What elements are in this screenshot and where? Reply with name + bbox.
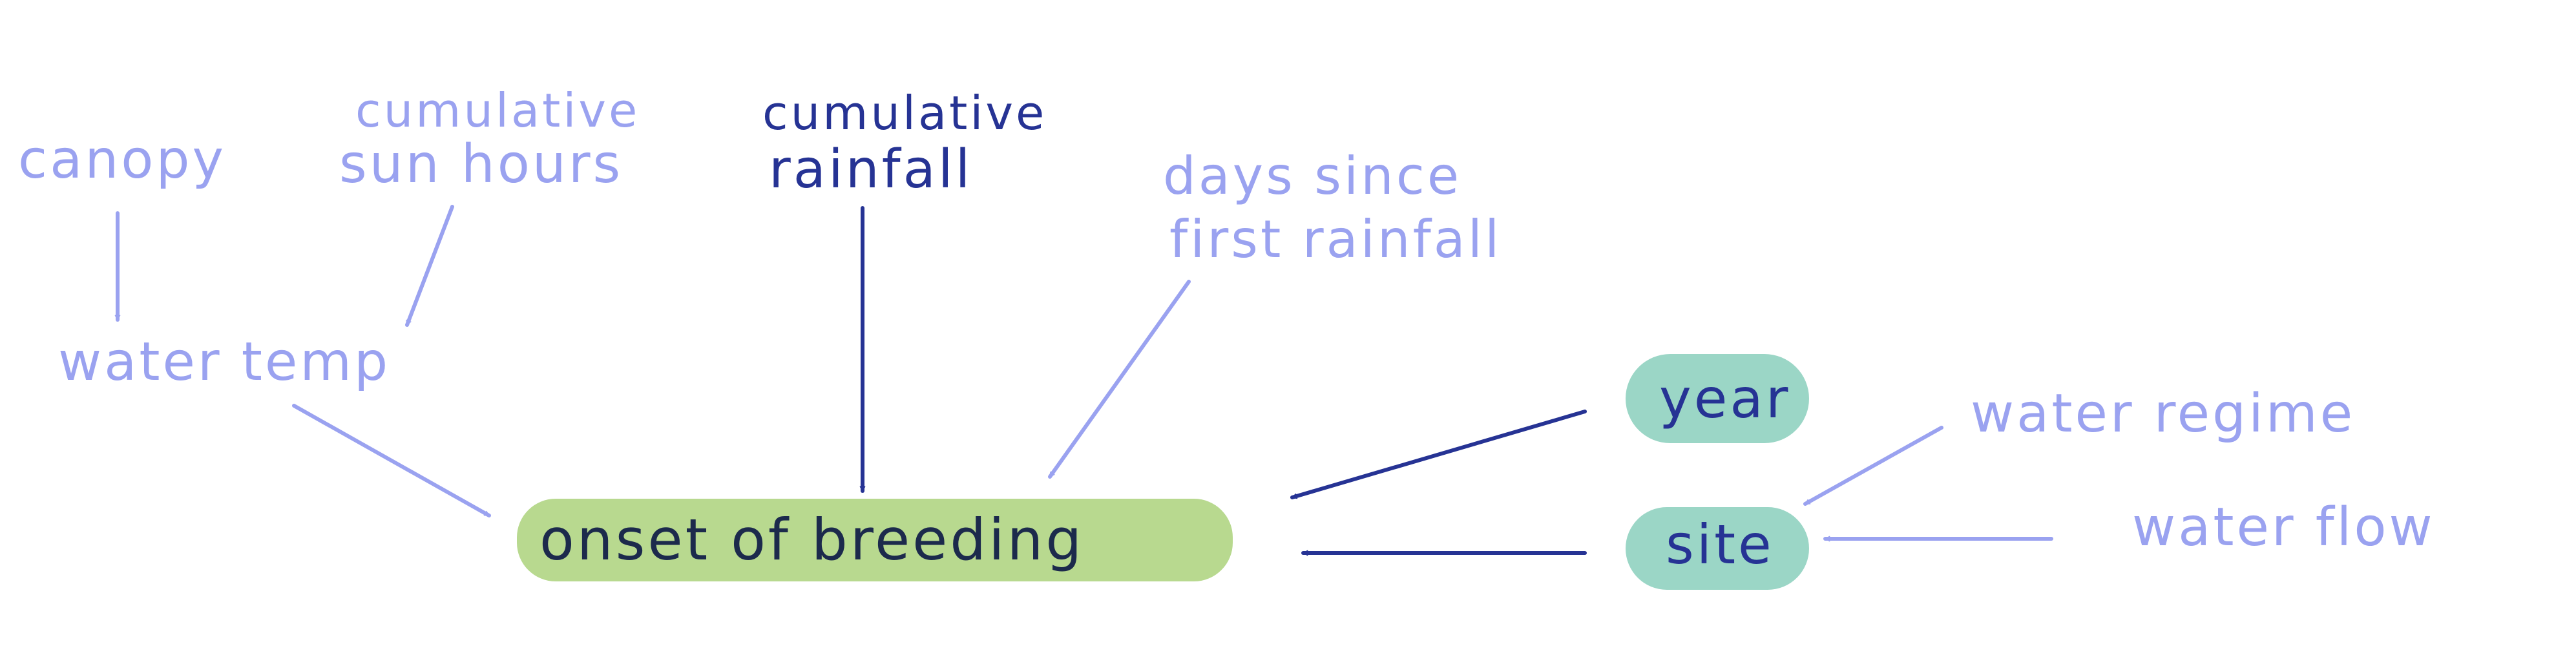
- cumulative-sun-hours-label-line1: cumulative: [355, 83, 640, 138]
- cumulative-rainfall-label-line1: cumulative: [762, 86, 1047, 140]
- water-regime-label: water regime: [1971, 383, 2355, 444]
- arrow-days-since-to-onset: [1048, 280, 1191, 479]
- onset-of-breeding-box: [517, 499, 1233, 581]
- cumulative-rainfall-label-line2: rainfall: [769, 139, 972, 200]
- days-since-first-rainfall-label-line1: days since: [1163, 146, 1461, 206]
- arrow-sun-hours-to-water-temp: [405, 205, 454, 327]
- arrow-year-to-onset: [1290, 410, 1587, 499]
- arrow-water-regime-to-site: [1803, 426, 1943, 506]
- days-since-first-rainfall-label-line2: first rainfall: [1169, 209, 1502, 269]
- year-box: [1626, 354, 1809, 443]
- year-label: year: [1659, 367, 1790, 430]
- site-box: [1626, 507, 1809, 590]
- site-label: site: [1666, 513, 1774, 576]
- cumulative-sun-hours-label-line2: sun hours: [339, 134, 623, 195]
- water-flow-label: water flow: [2132, 497, 2435, 558]
- onset-of-breeding-label: onset of breeding: [539, 506, 1084, 573]
- arrow-water-temp-to-onset: [292, 404, 491, 517]
- water-temp-label: water temp: [58, 331, 390, 393]
- canopy-label: canopy: [18, 129, 226, 191]
